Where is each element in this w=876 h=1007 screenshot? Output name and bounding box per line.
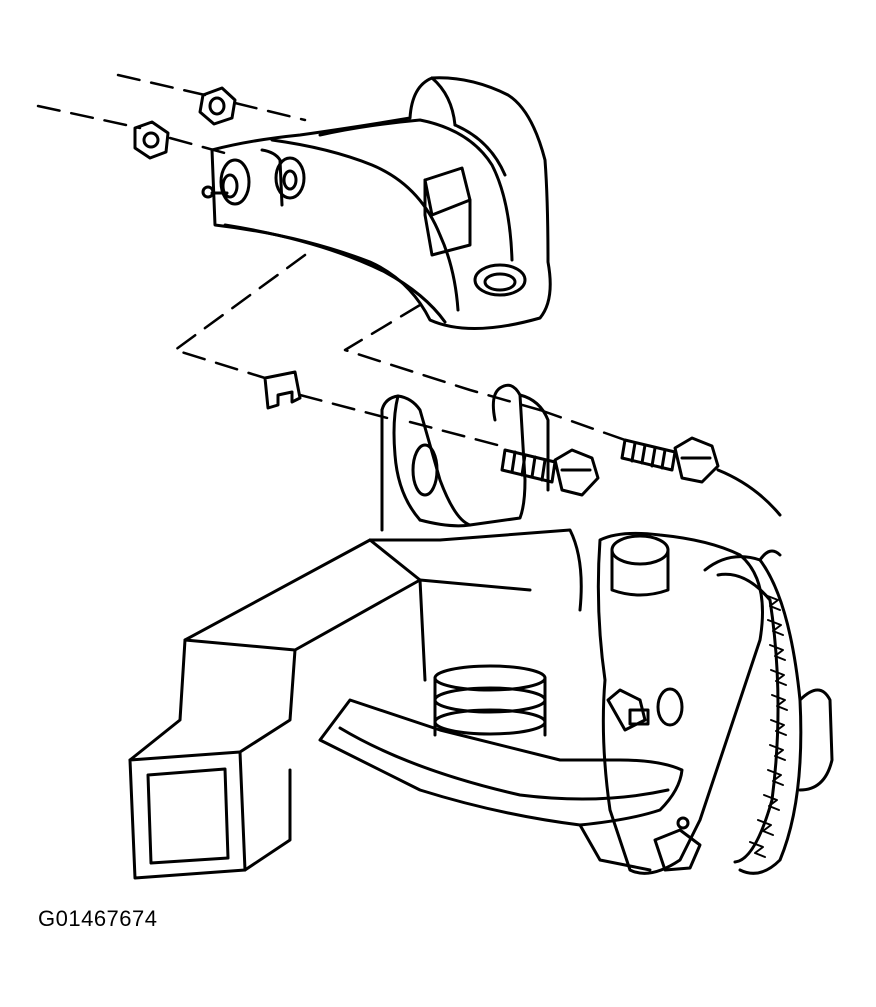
frame-bracket <box>380 383 550 532</box>
shim <box>263 370 302 410</box>
nut-right <box>198 86 237 126</box>
frame-edge-line <box>716 468 782 517</box>
coil-spring <box>433 664 547 737</box>
frame-rail <box>128 528 583 880</box>
brake-rotor <box>703 549 834 875</box>
upper-control-arm <box>201 76 552 331</box>
nut-left <box>133 120 170 160</box>
steering-knuckle <box>596 531 764 875</box>
lower-control-arm <box>318 698 684 872</box>
figure-id-label: G01467674 <box>38 906 158 931</box>
mounting-bolt-right <box>620 436 720 484</box>
mounting-bolt-left <box>500 448 600 497</box>
